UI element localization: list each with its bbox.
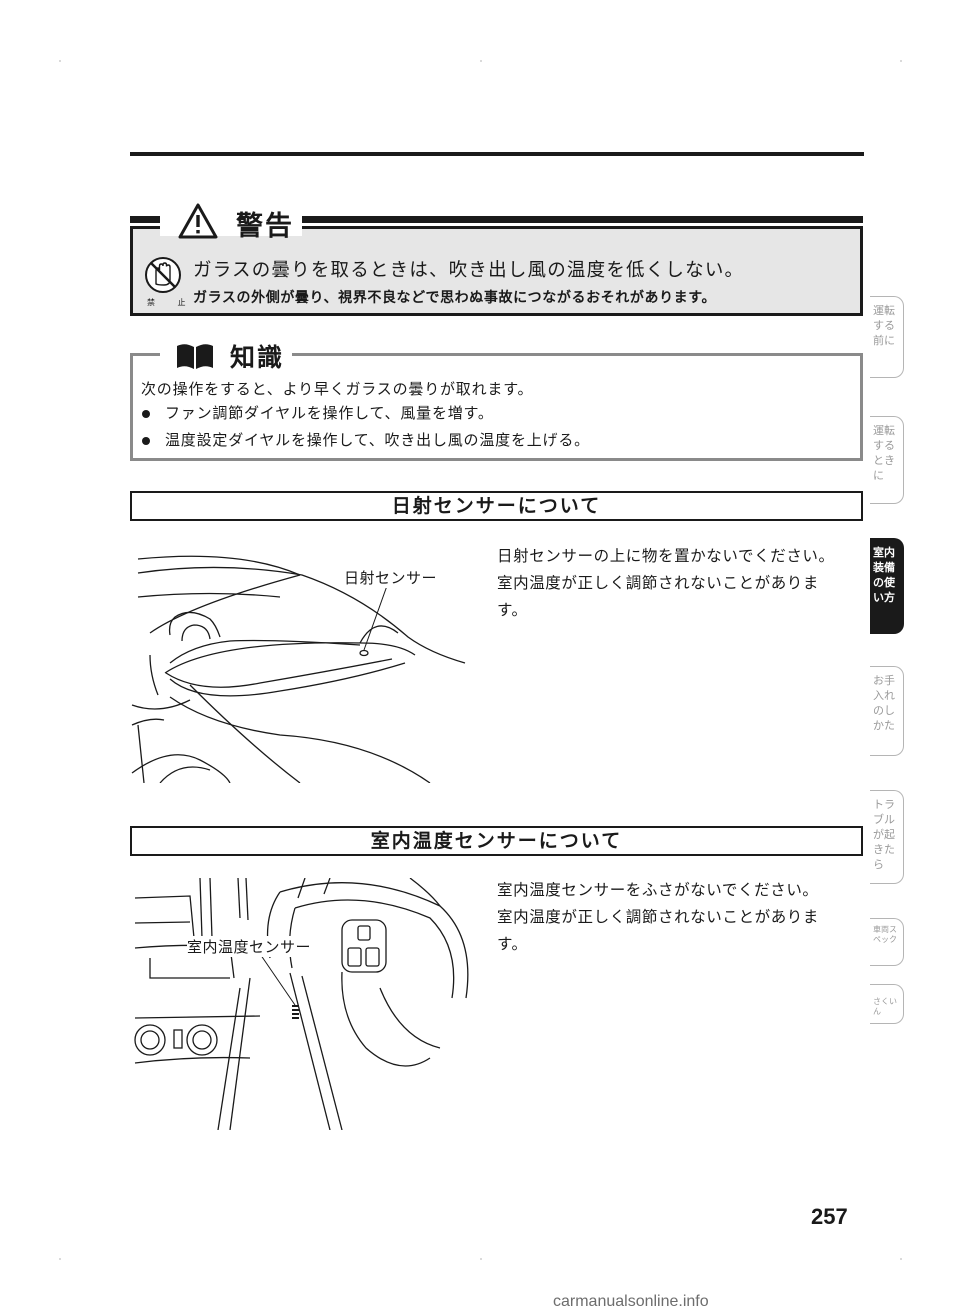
prohibit-label: 禁 止 xyxy=(147,298,196,307)
crop-mark xyxy=(59,1258,61,1260)
solar-sensor-heading: 日射センサーについて xyxy=(130,491,863,521)
tab-maintenance[interactable]: お手入れのしかた xyxy=(870,666,904,756)
solar-line-1: 日射センサーの上に物を置かないでください。 xyxy=(497,547,835,565)
cabin-line-1: 室内温度センサーをふさがないでください。 xyxy=(497,881,819,899)
tab-index[interactable]: さくいん xyxy=(870,984,904,1024)
tab-interior-equipment[interactable]: 室内装備の使い方 xyxy=(870,538,904,634)
page-number: 257 xyxy=(811,1204,848,1229)
crop-mark xyxy=(59,60,61,62)
bullet-dot xyxy=(142,437,150,445)
solar-sensor-text: 日射センサーの上に物を置かないでください。 室内温度が正しく調節されないことがあ… xyxy=(497,543,857,624)
prohibited-hand-icon xyxy=(145,257,181,293)
cabin-sensor-text: 室内温度センサーをふさがないでください。 室内温度が正しく調節されないことがあり… xyxy=(497,877,857,958)
bullet-dot xyxy=(142,410,150,418)
solar-line-2: 室内温度が正しく調節されないことがありま xyxy=(497,574,820,592)
tab-troubleshooting-label: トラブルが起きたら xyxy=(873,798,895,871)
tab-interior-equipment-label: 室内装備の使い方 xyxy=(873,546,895,604)
crop-mark xyxy=(480,60,482,62)
warning-sub-text: ガラスの外側が曇り、視界不良などで思わぬ事故につながるおそれがあります。 xyxy=(193,290,717,306)
crop-mark xyxy=(900,1258,902,1260)
warning-title: 警告 xyxy=(236,211,294,242)
knowledge-intro: 次の操作をすると、より早くガラスの曇りが取れます。 xyxy=(141,380,534,398)
warning-box xyxy=(130,226,863,316)
warning-header-bar xyxy=(130,216,863,223)
knowledge-title: 知識 xyxy=(230,343,285,372)
knowledge-box xyxy=(130,353,863,461)
knowledge-bullet-2: 温度設定ダイヤルを操作して、吹き出し風の温度を上げる。 xyxy=(165,431,590,449)
dashboard-windshield-illustration xyxy=(131,555,466,783)
tab-before-driving-label: 運転する前に xyxy=(873,304,895,347)
tab-maintenance-label: お手入れのしかた xyxy=(873,674,895,732)
tab-troubleshooting[interactable]: トラブルが起きたら xyxy=(870,790,904,884)
warning-triangle-icon xyxy=(178,203,218,239)
crop-mark xyxy=(900,60,902,62)
solar-sensor-callout: 日射センサー xyxy=(344,567,438,588)
warning-main-text: ガラスの曇りを取るときは、吹き出し風の温度を低くしない。 xyxy=(193,260,745,281)
cabin-line-2: 室内温度が正しく調節されないことがありま xyxy=(497,908,820,926)
solar-line-3: す。 xyxy=(497,601,528,619)
watermark-text: carmanualsonline.info xyxy=(553,1293,709,1310)
tab-vehicle-specs-label: 車両スペック xyxy=(873,925,897,944)
tab-before-driving[interactable]: 運転する前に xyxy=(870,296,904,378)
cabin-line-3: す。 xyxy=(497,935,528,953)
top-rule xyxy=(130,152,864,156)
tab-index-label: さくいん xyxy=(873,997,897,1016)
cabin-sensor-callout: 室内温度センサー xyxy=(187,936,312,957)
tab-while-driving-label: 運転するときに xyxy=(873,424,895,482)
book-icon xyxy=(177,344,213,369)
cabin-sensor-heading: 室内温度センサーについて xyxy=(130,826,863,856)
steering-wheel-illustration xyxy=(134,878,469,1130)
tab-vehicle-specs[interactable]: 車両スペック xyxy=(870,918,904,966)
knowledge-bullet-1: ファン調節ダイヤルを操作して、風量を増す。 xyxy=(165,404,494,422)
tab-while-driving[interactable]: 運転するときに xyxy=(870,416,904,504)
crop-mark xyxy=(480,1258,482,1260)
